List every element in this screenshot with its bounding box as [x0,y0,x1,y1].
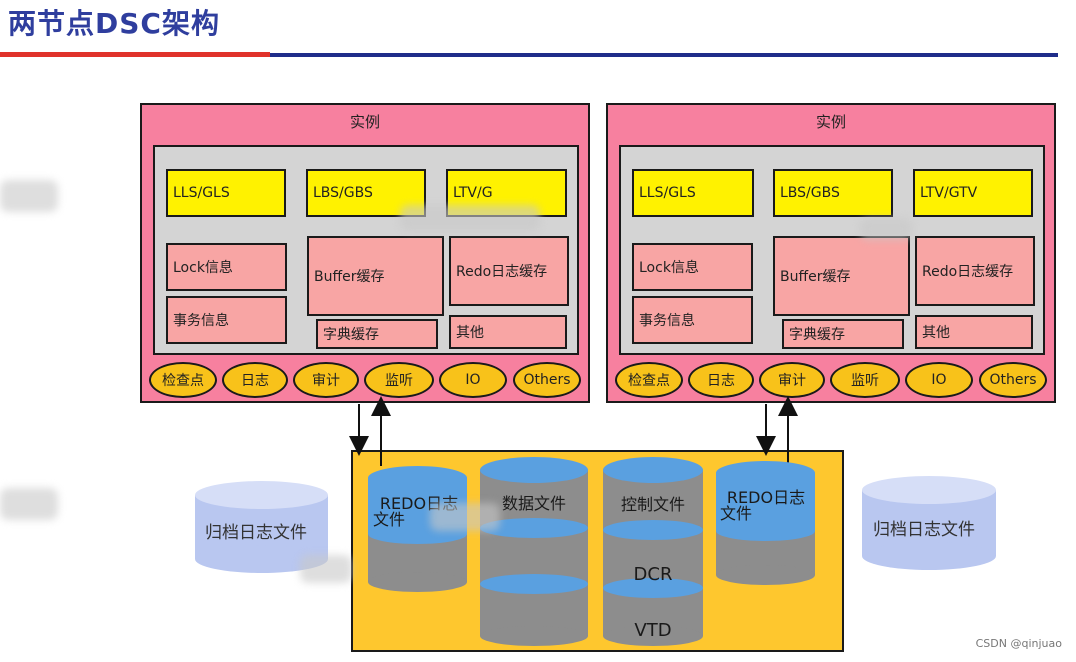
control-file-cylinder [603,457,703,646]
lock-info-box: Lock信息 [632,243,753,291]
lls-gls-box: LLS/GLS [166,169,286,217]
blur-artifact [0,488,58,520]
redo-right-label: REDO日志文件 [720,488,806,523]
title-underline-red [0,52,270,57]
archive-right-cylinder [862,476,996,570]
ltv-gtv-box: LTV/GTV [913,169,1033,217]
lls-gls-box: LLS/GLS [632,169,754,217]
title-underline-blue [270,53,1058,57]
archive-right-label: 归档日志文件 [873,520,975,540]
thread-log: 日志 [222,362,288,398]
thread-others: Others [979,362,1047,398]
dict-cache-box: 字典缓存 [316,319,438,349]
thread-listener: 监听 [364,362,434,398]
buffer-cache-box: Buffer缓存 [773,236,910,316]
tx-info-box: 事务信息 [166,296,287,344]
thread-io: IO [905,362,973,398]
blur-artifact [0,180,58,212]
data-file-label: 数据文件 [501,494,566,513]
lock-info-box: Lock信息 [166,243,287,291]
instance-2-label: 实例 [815,113,846,131]
dict-cache-box: 字典缓存 [782,319,904,349]
blur-artifact [400,205,540,231]
redo-cache-box: Redo日志缓存 [449,236,569,306]
blur-artifact [430,503,500,531]
control-file-label: 控制文件 [620,495,685,514]
blur-artifact [300,555,352,583]
instance-2: 实例 LLS/GLS LBS/GBS LTV/GTV Lock信息 事务信息 B… [606,103,1056,403]
vtd-label: VTD [634,620,672,641]
other-box: 其他 [915,315,1033,349]
blur-artifact [860,218,912,240]
archive-left-cylinder [195,481,328,573]
dcr-label: DCR [633,564,673,585]
redo-cache-box: Redo日志缓存 [915,236,1035,306]
tx-info-box: 事务信息 [632,296,753,344]
thread-others: Others [513,362,581,398]
watermark: CSDN @qinjuao [975,637,1062,650]
data-file-cylinder [480,457,588,646]
thread-log: 日志 [688,362,754,398]
page-title: 两节点DSC架构 [8,7,220,40]
thread-checkpoint: 检查点 [149,362,217,398]
other-box: 其他 [449,315,567,349]
buffer-cache-box: Buffer缓存 [307,236,444,316]
redo-right-cylinder [716,461,815,585]
thread-audit: 审计 [293,362,359,398]
thread-listener: 监听 [830,362,900,398]
thread-checkpoint: 检查点 [615,362,683,398]
archive-left-label: 归档日志文件 [205,523,307,543]
thread-io: IO [439,362,507,398]
instance-1-label: 实例 [349,113,380,131]
instance-2-memory: LLS/GLS LBS/GBS LTV/GTV Lock信息 事务信息 Buff… [619,145,1045,355]
lbs-gbs-box: LBS/GBS [773,169,893,217]
